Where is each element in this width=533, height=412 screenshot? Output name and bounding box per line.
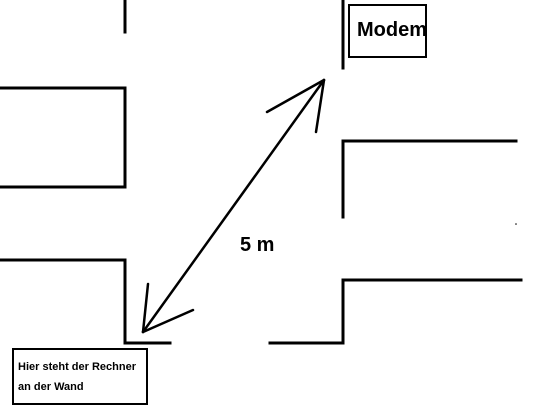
arrowhead-computer-right [141,308,195,334]
computer-box: Hier steht der Rechner an der Wand [12,348,148,405]
arrowhead-computer-up [141,282,150,334]
computer-label-line-1: Hier steht der Rechner [18,361,137,373]
wall-right-room-lower [268,278,523,345]
modem-box: Modem [348,4,427,58]
distance-arrow-shaft [141,78,326,334]
distance-label: 5 m [240,234,274,256]
wall-right-room-upper [341,139,518,219]
modem-box-frame [348,4,427,58]
computer-box-frame [12,348,148,405]
arrowhead-modem-right [314,78,326,134]
wall-left-room-upper [0,86,127,189]
stray-dot [515,223,517,225]
distance-arrow [141,78,326,334]
computer-label-line-2: an der Wand [18,381,84,393]
wall-left-room-lower [0,258,127,342]
modem-label: Modem [357,19,427,41]
arrowhead-modem-left [265,78,326,114]
